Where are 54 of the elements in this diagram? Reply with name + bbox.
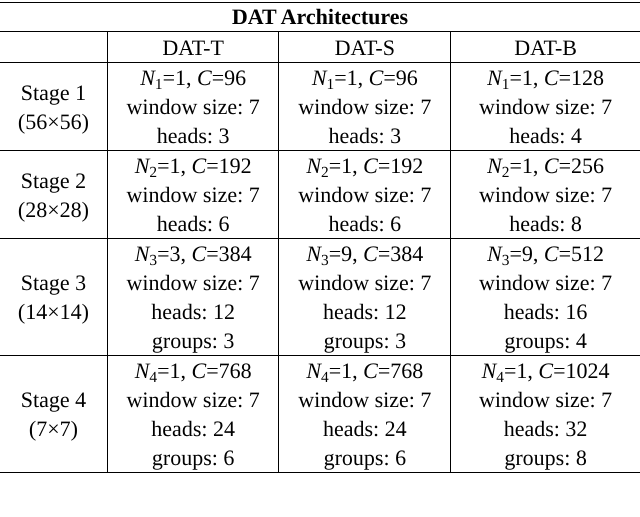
cell-text: window size: 7	[478, 93, 614, 121]
cell-text: groups: 6	[322, 444, 408, 472]
cell-text: window size: 7	[297, 181, 432, 209]
cell-text: N$_{4}$=1, C=768	[134, 357, 253, 385]
cell-text: window size: 7	[297, 386, 432, 414]
column-header: DAT-B	[513, 34, 578, 62]
cell-text: window size: 7	[126, 386, 261, 414]
cell-text: N$_{1}$=1, C=96	[139, 64, 248, 92]
cell-text: N$_{1}$=1, C=96	[310, 64, 419, 92]
cell-text: heads: 12	[150, 298, 236, 326]
cell-text: N$_{3}$=9, C=512	[486, 240, 606, 268]
cell-text: groups: 8	[503, 444, 588, 472]
table-title: DAT Architectures	[232, 4, 408, 29]
cell-text: heads: 32	[502, 415, 588, 443]
row-header: (7×7)	[28, 415, 79, 443]
row-header: Stage 1	[20, 78, 88, 106]
cell-text: groups: 6	[150, 444, 236, 472]
cell-text: groups: 3	[322, 327, 408, 355]
row-header: Stage 4	[20, 386, 88, 414]
cell-text: N$_{4}$=1, C=1024	[480, 357, 611, 385]
cell-text: heads: 24	[322, 415, 408, 443]
cell-text: heads: 6	[327, 210, 402, 238]
cell-text: window size: 7	[126, 269, 261, 297]
row-header: (56×56)	[16, 108, 90, 136]
row-header: (14×14)	[16, 298, 90, 326]
cell-text: N$_{3}$=3, C=384	[134, 240, 253, 268]
cell-text: heads: 4	[508, 122, 583, 150]
cell-text: N$_{2}$=1, C=256	[486, 152, 606, 180]
cell-text: N$_{4}$=1, C=768	[305, 357, 424, 385]
cell-text: N$_{2}$=1, C=192	[134, 152, 253, 180]
cell-text: heads: 12	[322, 298, 408, 326]
cell-text: N$_{2}$=1, C=192	[305, 152, 424, 180]
cell-text: heads: 3	[327, 122, 402, 150]
row-header: Stage 3	[20, 269, 88, 297]
cell-text: window size: 7	[126, 181, 261, 209]
cell-text: window size: 7	[478, 181, 614, 209]
cell-text: groups: 3	[150, 327, 236, 355]
cell-text: groups: 4	[503, 327, 588, 355]
cell-text: heads: 3	[156, 122, 230, 150]
cell-text: N$_{1}$=1, C=128	[486, 64, 606, 92]
cell-text: heads: 16	[502, 298, 588, 326]
cell-text: window size: 7	[297, 269, 432, 297]
cell-text: window size: 7	[478, 386, 614, 414]
row-header: Stage 2	[20, 166, 88, 194]
cell-text: N$_{3}$=9, C=384	[305, 240, 424, 268]
cell-text: window size: 7	[297, 93, 432, 121]
cell-text: heads: 8	[508, 210, 583, 238]
row-header: (28×28)	[16, 196, 90, 224]
column-header: DAT-S	[334, 34, 396, 62]
cell-text: window size: 7	[126, 93, 261, 121]
cell-text: heads: 6	[156, 210, 230, 238]
cell-text: heads: 24	[150, 415, 236, 443]
column-header: DAT-T	[161, 34, 225, 62]
cell-text: window size: 7	[478, 269, 614, 297]
